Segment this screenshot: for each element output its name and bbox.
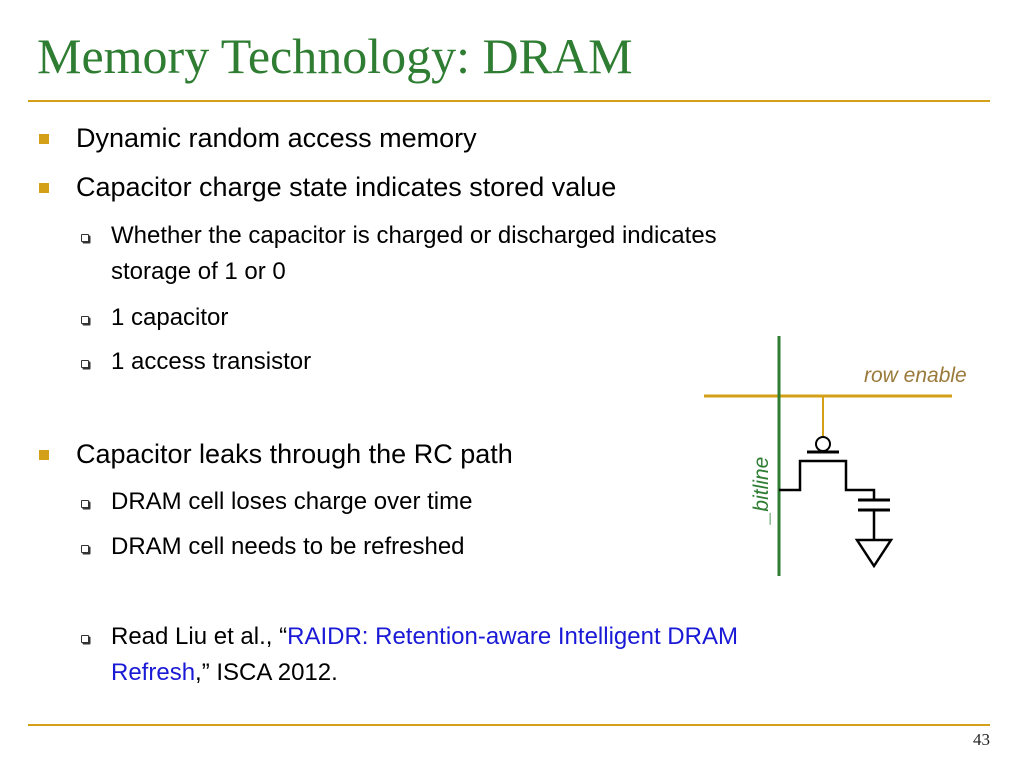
square-bullet-icon <box>39 134 49 144</box>
bullet-dynamic-ram: Dynamic random access memory <box>39 122 477 154</box>
footer-divider <box>28 724 990 726</box>
sub-bullet-text: DRAM cell needs to be refreshed <box>111 533 465 560</box>
bullet-capacitor-leaks: Capacitor leaks through the RC path <box>39 438 513 470</box>
box-bullet-icon <box>81 234 89 242</box>
box-bullet-icon <box>81 545 89 553</box>
sub-bullet-text: 1 capacitor <box>111 304 229 331</box>
raidr-paper-link-continued[interactable]: Refresh <box>111 659 196 686</box>
raidr-paper-link[interactable]: RAIDR: Retention-aware Intelligent DRAM <box>287 623 738 650</box>
sub-bullet-line-1: Whether the capacitor is charged or disc… <box>111 222 717 249</box>
box-bullet-icon <box>81 500 89 508</box>
sub-bullet-raidr-reference: Read Liu et al., “RAIDR: Retention-aware… <box>81 619 738 691</box>
transistor-gate-bubble-icon <box>815 436 831 452</box>
box-bullet-icon <box>81 635 89 643</box>
box-bullet-icon <box>81 360 89 368</box>
ground-triangle-icon <box>854 538 894 569</box>
row-enable-label: row enable <box>864 364 967 387</box>
sub-bullet-one-transistor: 1 access transistor <box>81 344 312 380</box>
box-bullet-icon <box>81 316 89 324</box>
reference-suffix: ,” ISCA 2012. <box>195 659 338 686</box>
sub-bullet-one-capacitor: 1 capacitor <box>81 300 229 336</box>
bullet-capacitor-charge: Capacitor charge state indicates stored … <box>39 171 617 203</box>
square-bullet-icon <box>39 450 49 460</box>
sub-bullet-loses-charge: DRAM cell loses charge over time <box>81 484 473 520</box>
title-divider <box>28 100 990 102</box>
sub-bullet-charged-or-discharged: Whether the capacitor is charged or disc… <box>81 218 717 290</box>
square-bullet-icon <box>39 183 49 193</box>
sub-bullet-text: DRAM cell loses charge over time <box>111 488 473 515</box>
bullet-text: Capacitor charge state indicates stored … <box>76 172 617 202</box>
sub-bullet-line-2: storage of 1 or 0 <box>111 258 286 285</box>
bitline-label: _bitline <box>750 456 773 524</box>
slide-title: Memory Technology: DRAM <box>37 28 633 84</box>
dram-cell-diagram <box>704 336 952 576</box>
transistor-channel-icon <box>779 459 876 500</box>
bullet-text: Capacitor leaks through the RC path <box>76 439 513 469</box>
sub-bullet-needs-refresh: DRAM cell needs to be refreshed <box>81 529 465 565</box>
sub-bullet-text: 1 access transistor <box>111 348 312 375</box>
reference-prefix: Read Liu et al., “ <box>111 623 288 650</box>
slide-number: 43 <box>973 730 990 749</box>
bullet-text: Dynamic random access memory <box>76 123 477 153</box>
